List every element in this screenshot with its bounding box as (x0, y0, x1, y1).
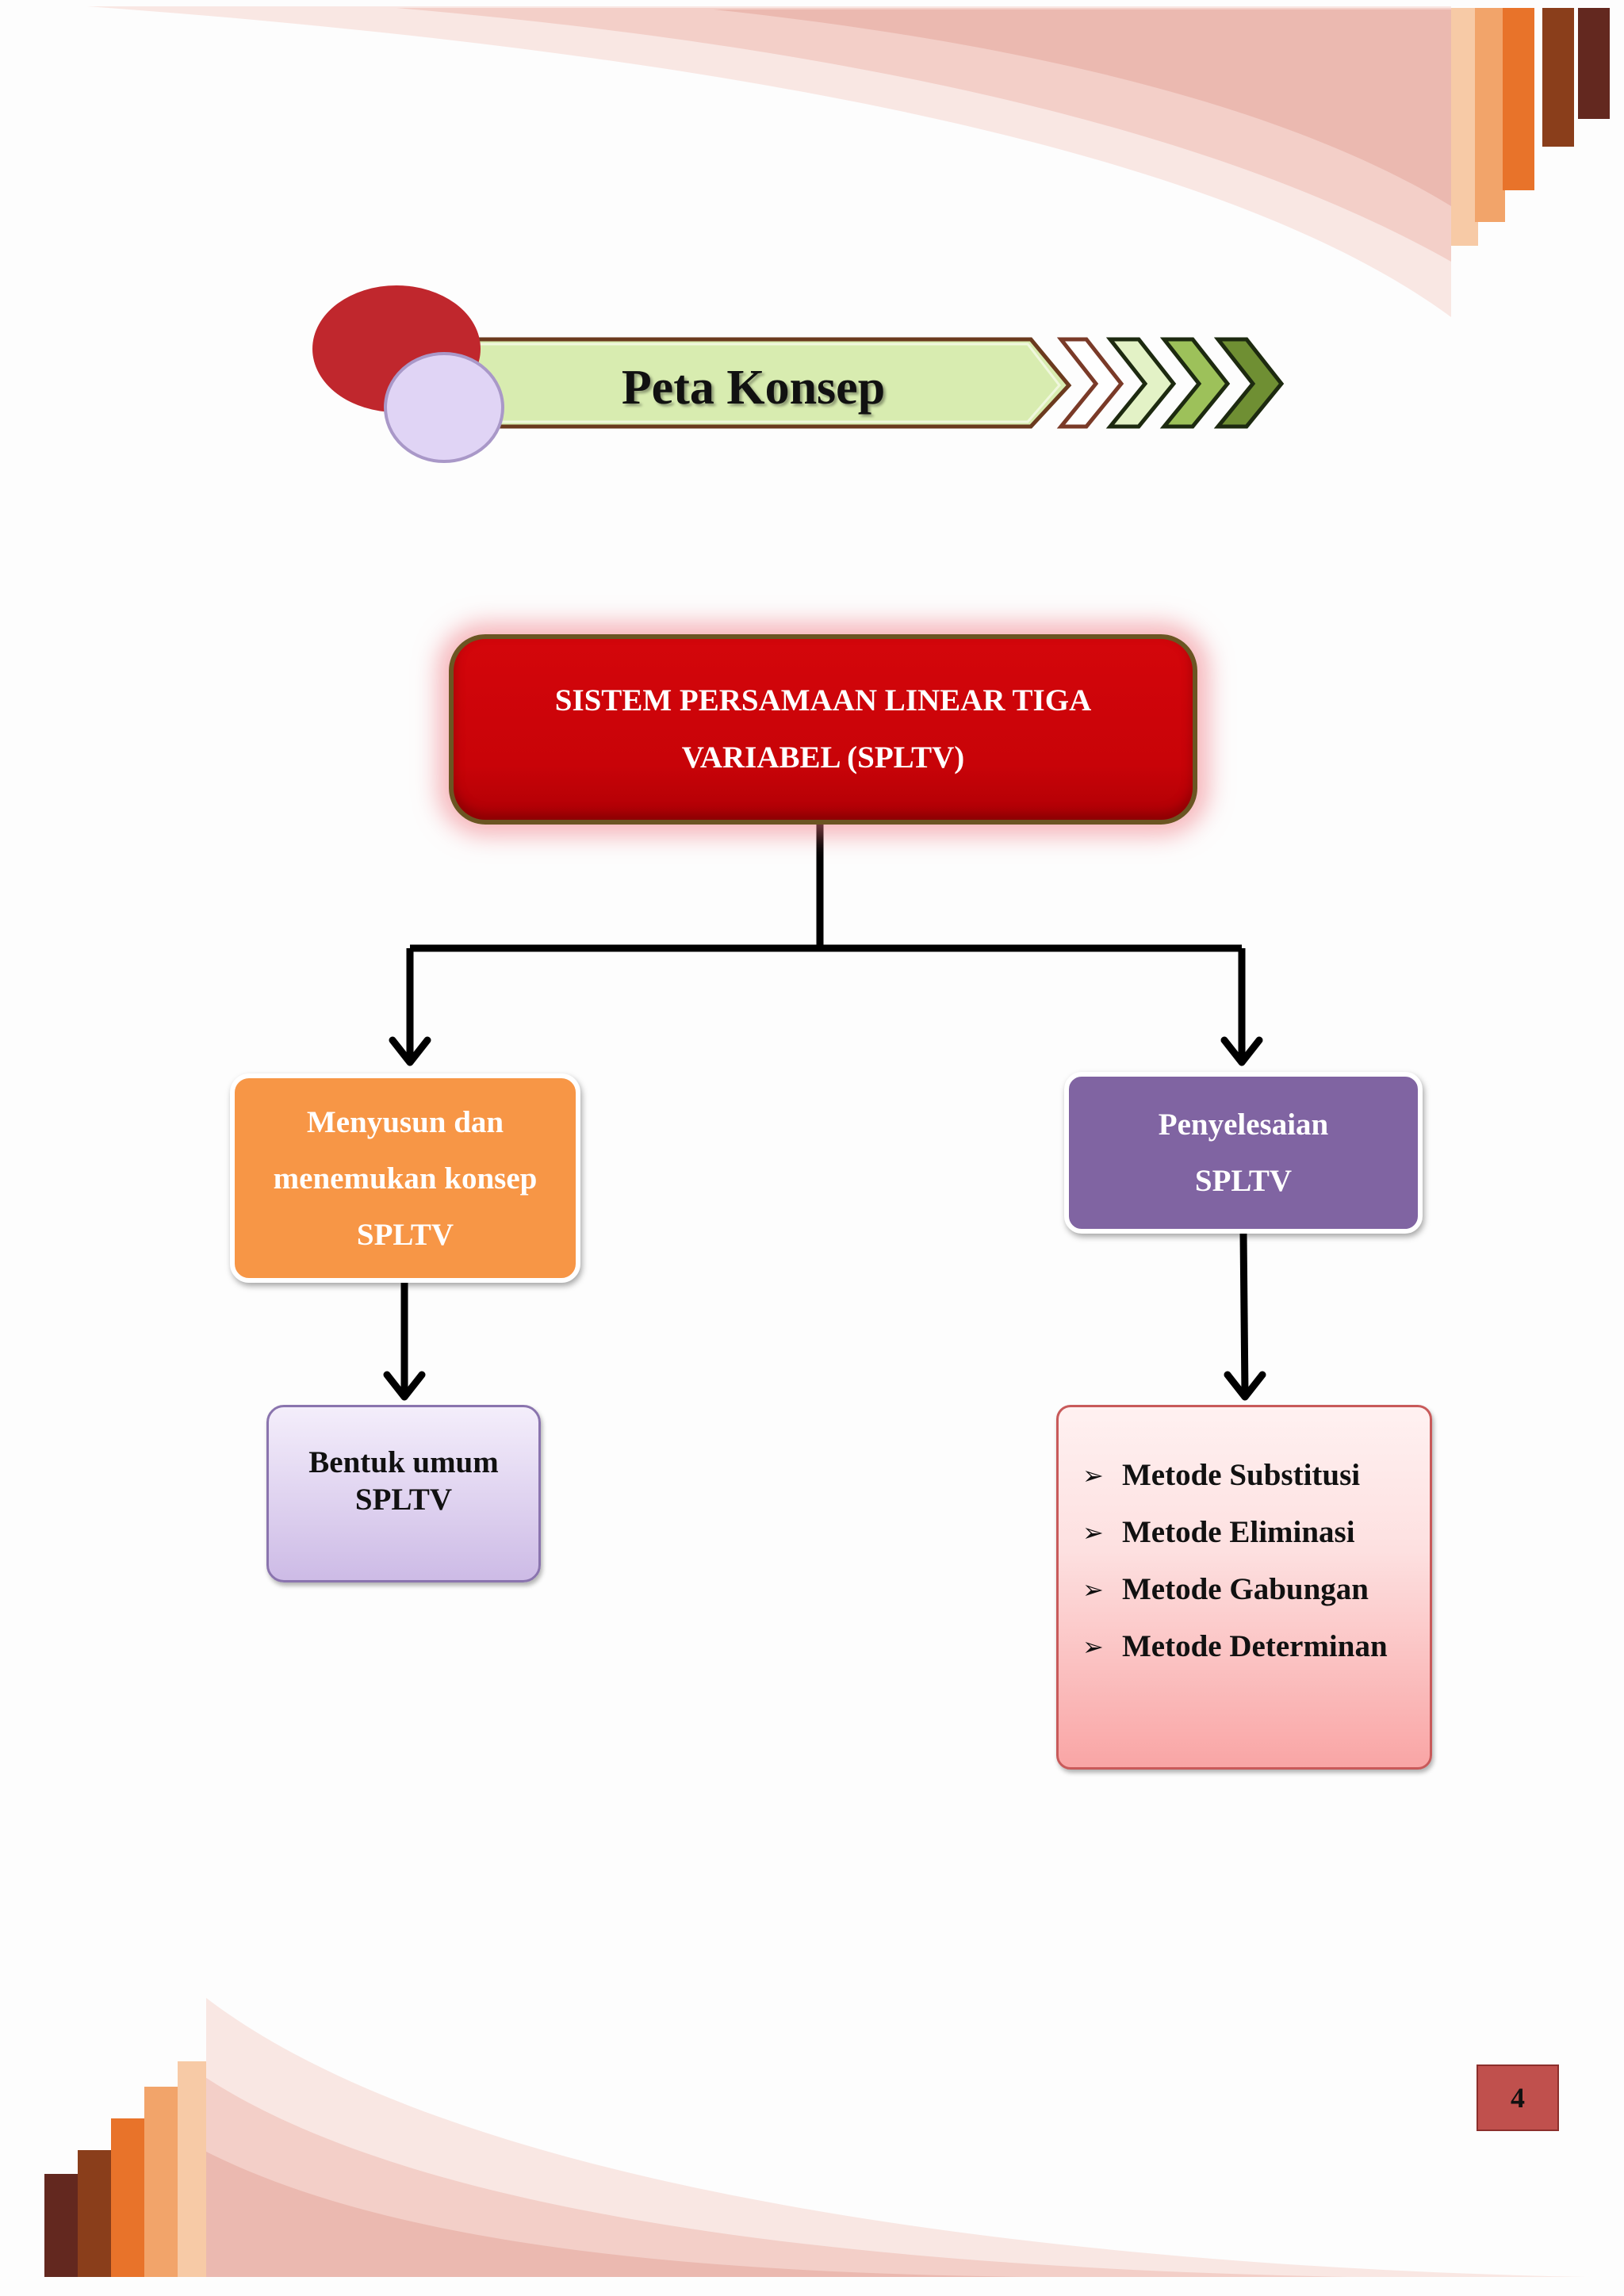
bottom-left-swoosh (44, 1998, 1586, 2277)
penyelesaian-line1: Penyelesaian (1158, 1108, 1329, 1142)
bentuk-umum-line1: Bentuk umum (308, 1445, 499, 1479)
metode-list-box: ➢ Metode Substitusi ➢ Metode Eliminasi ➢ Me… (1056, 1405, 1432, 1770)
arrow-bullet-icon: ➢ (1082, 1517, 1104, 1548)
page-title: Peta Konsep (621, 360, 886, 415)
penyelesaian-line2: SPLTV (1194, 1164, 1293, 1198)
metode-list: ➢ Metode Substitusi ➢ Metode Eliminasi ➢ Me… (1082, 1447, 1388, 1675)
menyusun-line3: SPLTV (356, 1217, 454, 1252)
page-number-badge: 4 (1477, 2064, 1559, 2131)
root-concept-box: SISTEM PERSAMAAN LINEAR TIGA VARIABEL (S… (449, 634, 1197, 825)
arrow-bullet-icon: ➢ (1082, 1460, 1104, 1490)
arrow-bullet-icon: ➢ (1082, 1632, 1104, 1662)
metode-item-label: Metode Gabungan (1122, 1572, 1369, 1606)
top-right-swoosh (87, 6, 1610, 317)
penyelesaian-box: Penyelesaian SPLTV (1064, 1072, 1423, 1234)
arrow-bullet-icon: ➢ (1082, 1575, 1104, 1605)
chevron-icon (1056, 337, 1124, 429)
list-item: ➢ Metode Eliminasi (1082, 1504, 1388, 1561)
arrow-down-icon (1224, 1371, 1266, 1401)
root-concept-line1: SISTEM PERSAMAAN LINEAR TIGA (554, 683, 1092, 718)
menyusun-konsep-box: Menyusun dan menemukan konsep SPLTV (230, 1073, 580, 1283)
list-item: ➢ Metode Gabungan (1082, 1561, 1388, 1618)
chevron-icon (1213, 337, 1285, 429)
bentuk-umum-box: Bentuk umum SPLTV (266, 1405, 541, 1582)
bentuk-umum-line2: SPLTV (354, 1483, 453, 1517)
metode-item-label: Metode Eliminasi (1122, 1515, 1355, 1549)
root-concept-line2: VARIABEL (SPLTV) (681, 740, 965, 775)
title-banner (312, 285, 1285, 463)
arrowheads (383, 1036, 1266, 1401)
list-item: ➢ Metode Substitusi (1082, 1447, 1388, 1504)
chevron-icon (1159, 337, 1231, 429)
metode-item-label: Metode Substitusi (1122, 1458, 1361, 1492)
connectors (400, 825, 1249, 1395)
arrow-down-icon (1220, 1036, 1263, 1066)
menyusun-line2: menemukan konsep (273, 1161, 538, 1196)
menyusun-line1: Menyusun dan (306, 1104, 504, 1139)
arrow-down-icon (383, 1371, 426, 1401)
chevron-icon (1105, 337, 1177, 429)
lilac-circle-icon (384, 352, 504, 463)
metode-item-label: Metode Determinan (1122, 1629, 1388, 1663)
arrow-down-icon (389, 1036, 431, 1066)
list-item: ➢ Metode Determinan (1082, 1618, 1388, 1675)
